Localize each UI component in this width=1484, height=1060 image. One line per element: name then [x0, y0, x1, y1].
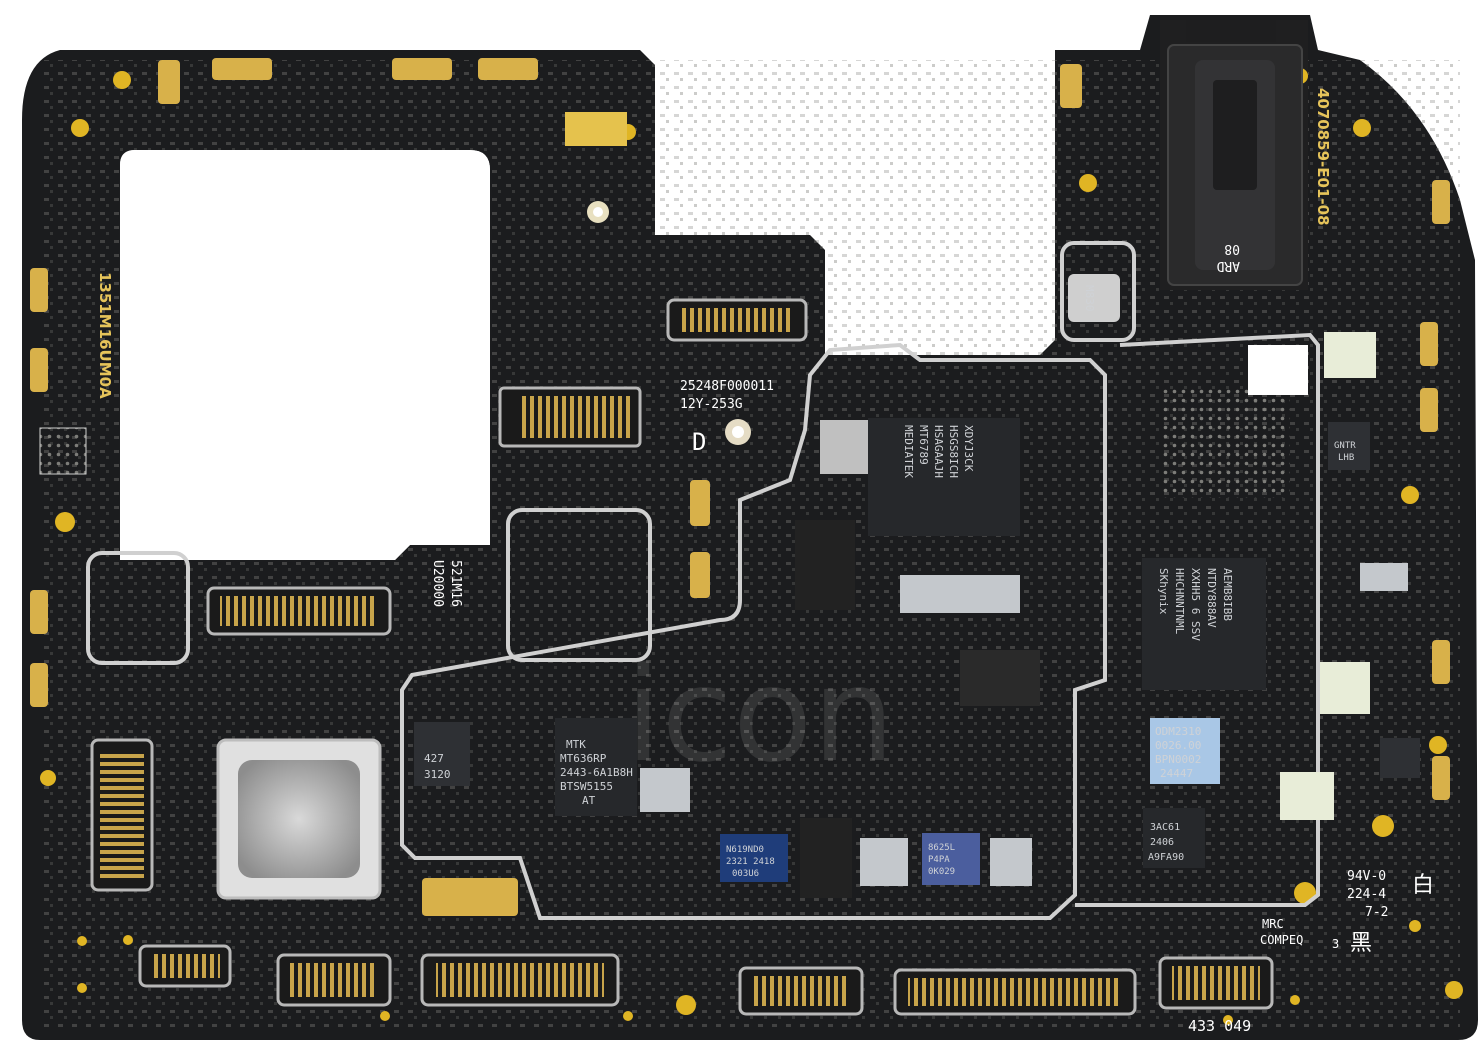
svg-text:MT6789: MT6789 [917, 425, 930, 465]
svg-text:MT636RP: MT636RP [560, 752, 607, 765]
chip-4272-marking: 427 3120 [424, 752, 451, 781]
svg-text:XDYJ3CK: XDYJ3CK [962, 425, 975, 472]
board-letter: D [692, 428, 706, 456]
svg-text:2406: 2406 [1150, 837, 1174, 848]
svg-text:HHCHNNTNML: HHCHNNTNML [1173, 568, 1186, 635]
xtal-label: M830 [1083, 285, 1096, 312]
svg-text:SKhynix: SKhynix [1157, 568, 1170, 615]
board-id-right: 4070859-E01-08 [1314, 88, 1332, 226]
board-serial-2: 12Y-253G [680, 397, 743, 412]
board-serial-1: 25248F000011 [680, 379, 774, 394]
chip-gntr-marking: GNTR LHB [1334, 441, 1356, 463]
svg-text:HSGS8ICH: HSGS8ICH [947, 425, 960, 478]
svg-text:BPN0002: BPN0002 [1155, 753, 1201, 766]
shield-fences [86, 241, 1320, 920]
svg-text:LHB: LHB [1338, 453, 1354, 463]
shield-can [216, 738, 382, 900]
svg-text:AEMB8IBB: AEMB8IBB [1221, 568, 1234, 621]
watermark-text: icon [625, 639, 895, 791]
svg-text:2443-6A1B8H: 2443-6A1B8H [560, 766, 633, 779]
jack-label-2: 08 [1224, 241, 1240, 256]
svg-text:AT: AT [582, 794, 596, 807]
svg-text:24447: 24447 [1160, 767, 1193, 780]
svg-text:2321 2418: 2321 2418 [726, 857, 775, 867]
mtk-chip-marking: MTK MT636RP 2443-6A1B8H BTSW5155 AT [560, 738, 633, 807]
svg-text:0K029: 0K029 [928, 867, 955, 877]
rev-line-2: U20000 [430, 560, 445, 607]
headphone-jack [1167, 20, 1303, 286]
svg-text:GNTR: GNTR [1334, 441, 1356, 451]
cjk-black-mark: 黑 [1350, 931, 1372, 956]
maker-mark: MRC COMPEQ 3 [1260, 917, 1339, 951]
rev-line-1: 521M16 [448, 560, 463, 607]
svg-text:NTDY888AV: NTDY888AV [1205, 568, 1218, 628]
fpc-connectors [90, 298, 1274, 1016]
ul-rating: 94V-0 224-4 7-2 [1347, 869, 1388, 920]
svg-text:3AC61: 3AC61 [1150, 822, 1180, 833]
svg-text:427: 427 [424, 752, 444, 765]
bottom-code: 433 049 [1188, 1017, 1251, 1035]
gold-contacts [30, 58, 1450, 916]
svg-text:A9FA90: A9FA90 [1148, 852, 1184, 863]
svg-text:224-4: 224-4 [1347, 887, 1386, 902]
svg-text:8625L: 8625L [928, 843, 955, 853]
hynix-chip-marking: SKhynix HHCHNNTNML XXHH5 6 SSV NTDY888AV… [1157, 568, 1234, 641]
ic-chips [414, 112, 1420, 898]
board-id-left: 1351M16UM0A [96, 272, 114, 399]
svg-text:P4PA: P4PA [928, 855, 950, 865]
mediatek-chip-marking: MEDIATEK MT6789 HSAGAAJH HSGS8ICH XDYJ3C… [902, 425, 975, 478]
datamatrix-code [39, 427, 87, 475]
svg-text:003U6: 003U6 [732, 869, 759, 879]
chip-3ac-marking: 3AC61 2406 A9FA90 [1148, 822, 1184, 863]
svg-text:3: 3 [1332, 937, 1339, 951]
chip-n619-marking: N619ND0 2321 2418 003U6 [726, 845, 775, 879]
svg-text:MTK: MTK [566, 738, 586, 751]
svg-text:BTSW5155: BTSW5155 [560, 780, 613, 793]
svg-text:ODM2310: ODM2310 [1155, 725, 1201, 738]
chip-8625-marking: 8625L P4PA 0K029 [928, 843, 955, 877]
svg-text:7-2: 7-2 [1365, 905, 1388, 920]
svg-text:94V-0: 94V-0 [1347, 869, 1386, 884]
svg-text:HSAGAAJH: HSAGAAJH [932, 425, 945, 478]
svg-text:XXHH5 6 SSV: XXHH5 6 SSV [1189, 568, 1202, 641]
svg-text:N619ND0: N619ND0 [726, 845, 764, 855]
svg-text:0026.00: 0026.00 [1155, 739, 1201, 752]
svg-text:3120: 3120 [424, 768, 451, 781]
svg-text:MEDIATEK: MEDIATEK [902, 425, 915, 478]
svg-text:COMPEQ: COMPEQ [1260, 933, 1303, 947]
svg-text:MRC: MRC [1262, 917, 1284, 931]
jack-label-1: ARD [1216, 258, 1240, 273]
odm-chip-marking: ODM2310 0026.00 BPN0002 24447 [1155, 725, 1201, 780]
cjk-white-mark: 白 [1412, 873, 1434, 898]
